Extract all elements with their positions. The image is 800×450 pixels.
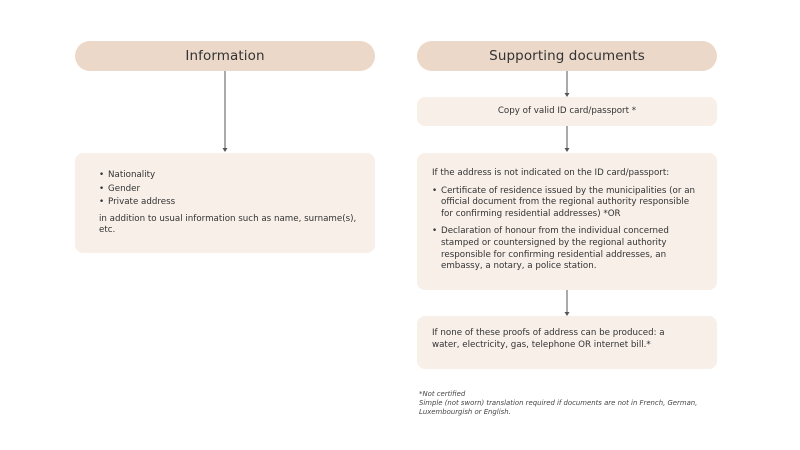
id-card-box: Copy of valid ID card/passport * [417, 97, 717, 126]
address-options-list: Certificate of residence issued by the m… [432, 186, 699, 273]
footnote-not-certified: *Not certified [419, 390, 466, 398]
footnote-translation: Simple (not sworn) translation required … [419, 398, 698, 416]
fallback-box: If none of these proofs of address can b… [417, 316, 717, 369]
information-list: Nationality Gender Private address [99, 170, 363, 209]
information-item-nationality: Nationality [99, 170, 363, 182]
address-option-declaration: Declaration of honour from the individua… [432, 226, 699, 272]
information-note: in addition to usual information such as… [99, 213, 357, 236]
id-card-text: Copy of valid ID card/passport * [497, 105, 637, 116]
information-box: Nationality Gender Private address in ad… [75, 153, 375, 253]
address-option-certificate: Certificate of residence issued by the m… [432, 186, 699, 221]
information-title: Information [185, 48, 265, 64]
address-intro: If the address is not indicated on the I… [432, 168, 670, 178]
information-header: Information [75, 41, 375, 71]
information-item-gender: Gender [99, 184, 363, 196]
supporting-documents-header: Supporting documents [417, 41, 717, 71]
supporting-documents-title: Supporting documents [489, 48, 645, 64]
fallback-text: If none of these proofs of address can b… [432, 328, 665, 350]
information-item-private-address: Private address [99, 197, 363, 209]
footnote: *Not certified Simple (not sworn) transl… [419, 390, 739, 416]
address-proof-box: If the address is not indicated on the I… [417, 153, 717, 290]
